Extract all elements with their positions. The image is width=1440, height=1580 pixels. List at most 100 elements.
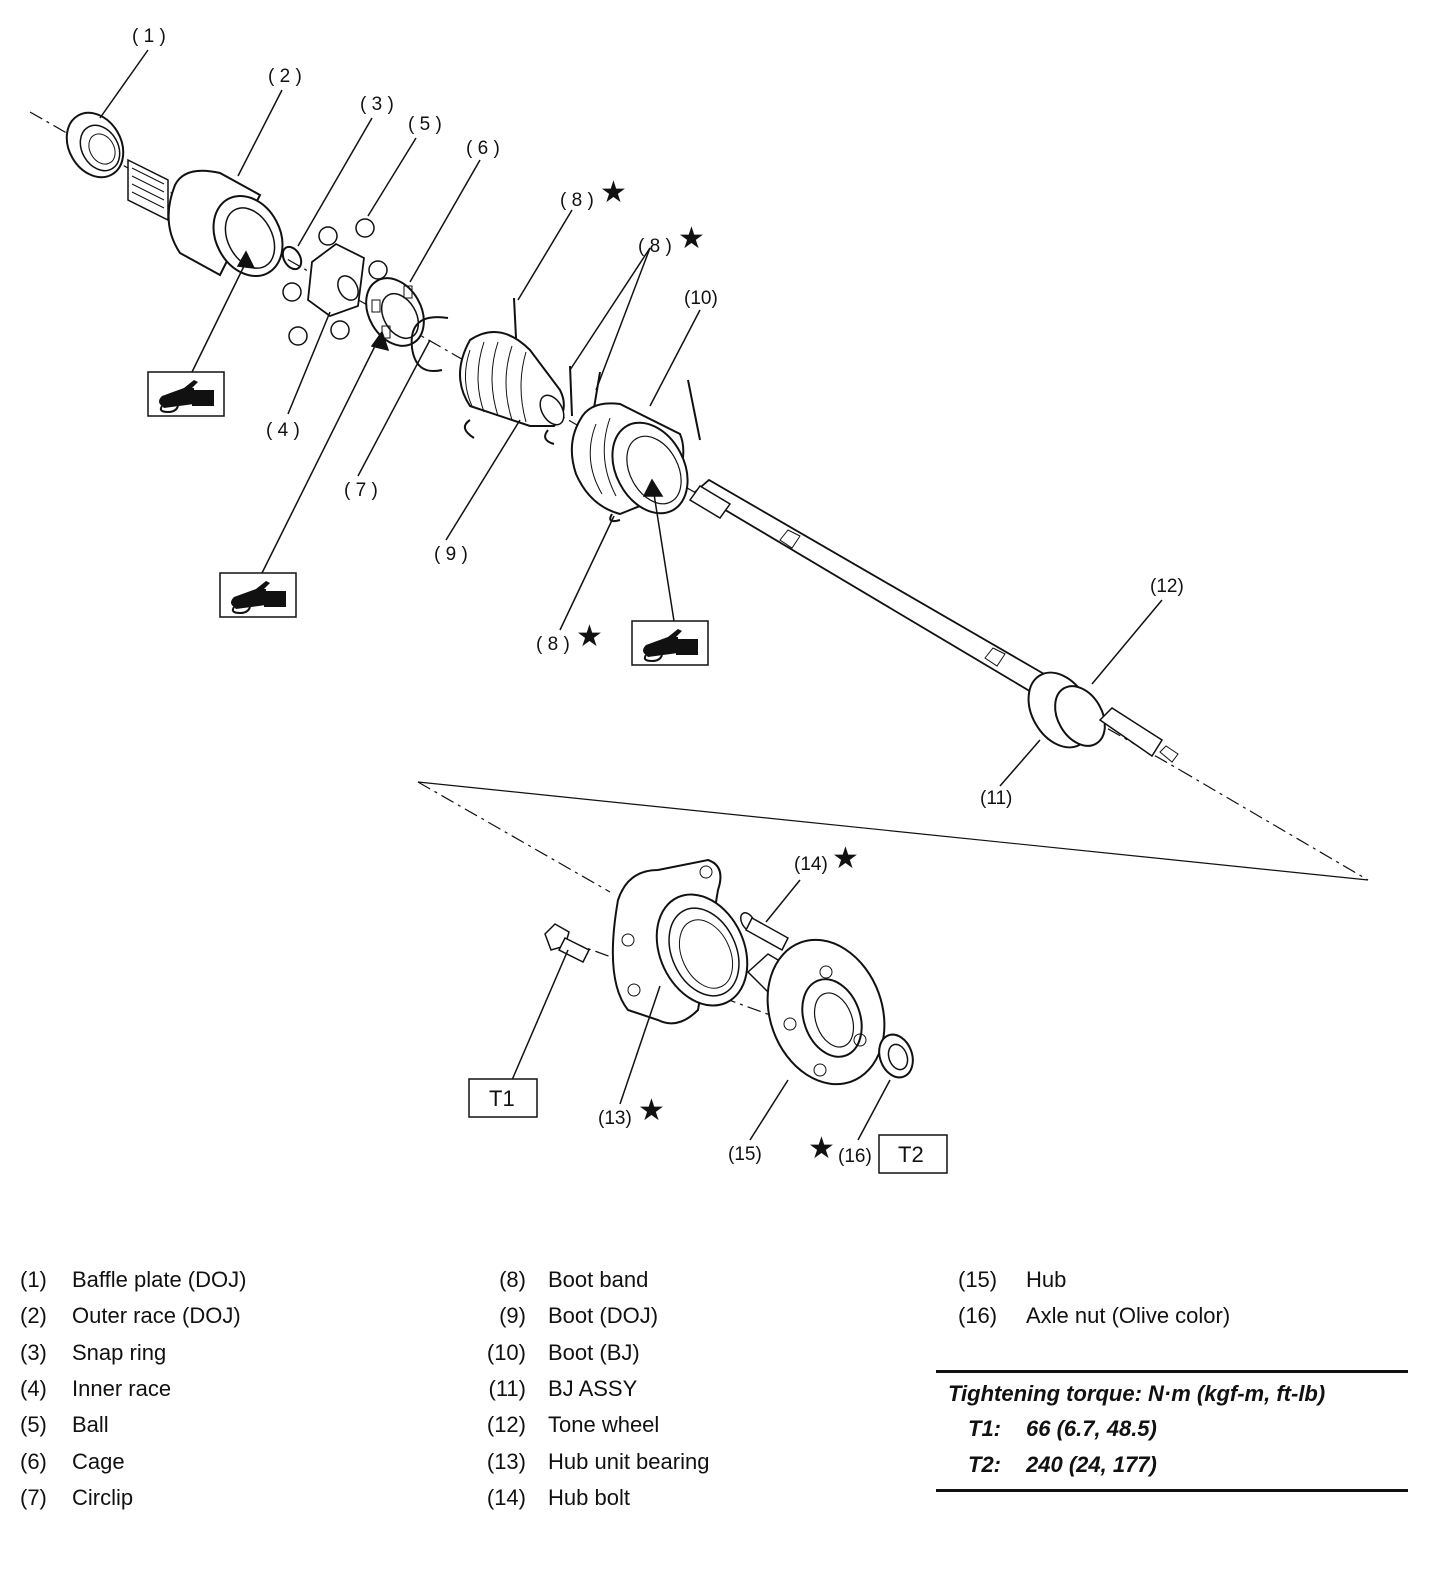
legend-item: (11) BJ ASSY (482, 1371, 709, 1407)
legend-label: Ball (72, 1412, 109, 1438)
callout-12: (12) (1150, 576, 1184, 597)
legend-number: (2) (20, 1303, 47, 1329)
torque-key: T2: (968, 1452, 1001, 1477)
torque-value: 66 (6.7, 48.5) (1026, 1416, 1157, 1441)
legend-item: (16) Axle nut (Olive color) (958, 1298, 1230, 1334)
legend-number: (4) (20, 1376, 47, 1402)
legend-number: (9) (499, 1303, 526, 1329)
legend-number: (15) (958, 1267, 998, 1293)
legend-item: (14) Hub bolt (482, 1480, 709, 1516)
legend-number: (16) (958, 1303, 998, 1329)
exploded-axle-diagram: ( 1 ) ( 2 ) ( 3 ) ( 5 ) ( 6 ) ( 8 ) ★ ( … (29, 26, 1369, 1174)
legend-number: (1) (20, 1267, 47, 1293)
callout-11: (11) (980, 788, 1012, 809)
legend-label: Baffle plate (DOJ) (72, 1267, 247, 1293)
grease-icon (219, 572, 297, 618)
legend-number: (8) (499, 1267, 526, 1293)
star-icon: ★ (832, 842, 859, 875)
callout-14: (14) (794, 854, 828, 875)
legend-column-3: (15) Hub (16) Axle nut (Olive color) (958, 1262, 1230, 1335)
star-icon: ★ (638, 1094, 665, 1127)
legend-label: Inner race (72, 1376, 172, 1402)
bearing-bolt (544, 923, 591, 964)
legend-label: Hub (1026, 1267, 1067, 1293)
callout-16: (16) (838, 1146, 872, 1167)
legend-number: (5) (20, 1412, 47, 1438)
torque-box-t2 (878, 1134, 948, 1174)
grease-icon (631, 620, 709, 666)
callout-8a: ( 8 ) (560, 190, 594, 211)
torque-table: Tightening torque: N·m (kgf-m, ft-lb) T1… (936, 1370, 1408, 1492)
baffle-plate (65, 111, 125, 179)
torque-box-t1 (468, 1078, 538, 1118)
legend-number: (11) (488, 1376, 527, 1402)
callout-4: ( 4 ) (266, 420, 300, 441)
torque-value: 240 (24, 177) (1026, 1452, 1157, 1477)
leader-lines (99, 49, 1163, 1141)
legend-label: Boot band (548, 1267, 649, 1293)
torque-box-t1-label: T1 (489, 1086, 515, 1111)
grease-pointers (191, 250, 675, 622)
legend-label: Circlip (72, 1484, 134, 1510)
torque-row: T1: 66 (6.7, 48.5) (936, 1411, 1408, 1447)
callout-1: ( 1 ) (132, 26, 166, 47)
grease-icon (147, 371, 225, 417)
callout-13: (13) (598, 1108, 632, 1129)
axle-shaft (688, 478, 1179, 763)
legend-label: Hub unit bearing (548, 1448, 710, 1474)
legend-item: (1) Baffle plate (DOJ) (20, 1262, 246, 1298)
axle-nut (878, 1033, 914, 1079)
legend-number: (13) (486, 1448, 526, 1474)
callout-10: (10) (684, 288, 718, 309)
boot-bj (570, 402, 689, 516)
hub (746, 938, 886, 1086)
callout-3: ( 3 ) (360, 94, 394, 115)
outer-race (127, 158, 284, 278)
snap-ring (281, 245, 303, 271)
star-icon: ★ (808, 1132, 835, 1165)
callout-8b: ( 8 ) (638, 236, 672, 257)
legend-label: Cage (72, 1448, 125, 1474)
legend-item: (10) Boot (BJ) (482, 1335, 709, 1371)
legend-number: (6) (20, 1448, 47, 1474)
callout-6: ( 6 ) (466, 138, 500, 159)
torque-key: T1: (968, 1416, 1001, 1441)
star-icon: ★ (678, 222, 705, 255)
boot-bands (463, 297, 701, 523)
cage (365, 277, 425, 347)
balls (282, 218, 388, 346)
legend-number: (3) (20, 1339, 47, 1365)
hub-unit-bearing (611, 858, 749, 1025)
legend-label: Outer race (DOJ) (72, 1303, 241, 1329)
circlip (410, 316, 449, 372)
torque-row: T2: 240 (24, 177) (936, 1447, 1408, 1483)
legend-label: Hub bolt (548, 1484, 630, 1510)
callout-9: ( 9 ) (434, 544, 468, 565)
legend-item: (13) Hub unit bearing (482, 1443, 710, 1479)
legend-item: (4) Inner race (20, 1371, 246, 1407)
legend-item: (3) Snap ring (20, 1335, 246, 1371)
enlargement-lines (417, 769, 1369, 1067)
legend-number: (12) (486, 1412, 526, 1438)
inner-race (307, 242, 365, 318)
legend-column-1: (1) Baffle plate (DOJ) (2) Outer race (DOJ… (20, 1262, 246, 1516)
callout-2: ( 2 ) (268, 66, 302, 87)
legend-number: (10) (486, 1339, 526, 1365)
legend-label: Boot (BJ) (548, 1339, 640, 1365)
callout-8c: ( 8 ) (536, 634, 570, 655)
legend-item: (5) Ball (20, 1407, 246, 1443)
legend-number: (14) (486, 1484, 526, 1510)
legend-label: BJ ASSY (548, 1376, 638, 1402)
star-icon: ★ (576, 620, 603, 653)
boot-doj (459, 331, 565, 427)
legend-number: (7) (20, 1484, 47, 1510)
legend-item: (6) Cage (20, 1443, 246, 1479)
star-icon: ★ (600, 176, 627, 209)
legend-item: (8) Boot band (482, 1262, 709, 1298)
legend-label: Axle nut (Olive color) (1026, 1303, 1231, 1329)
callout-7: ( 7 ) (344, 480, 378, 501)
legend-column-2: (8)Boot band (9)Boot (DOJ) (10)Boot (BJ)… (482, 1262, 710, 1516)
callout-5: ( 5 ) (408, 114, 442, 135)
legend-item: (12)Tone wheel (482, 1407, 709, 1443)
legend-label: Snap ring (72, 1339, 167, 1365)
